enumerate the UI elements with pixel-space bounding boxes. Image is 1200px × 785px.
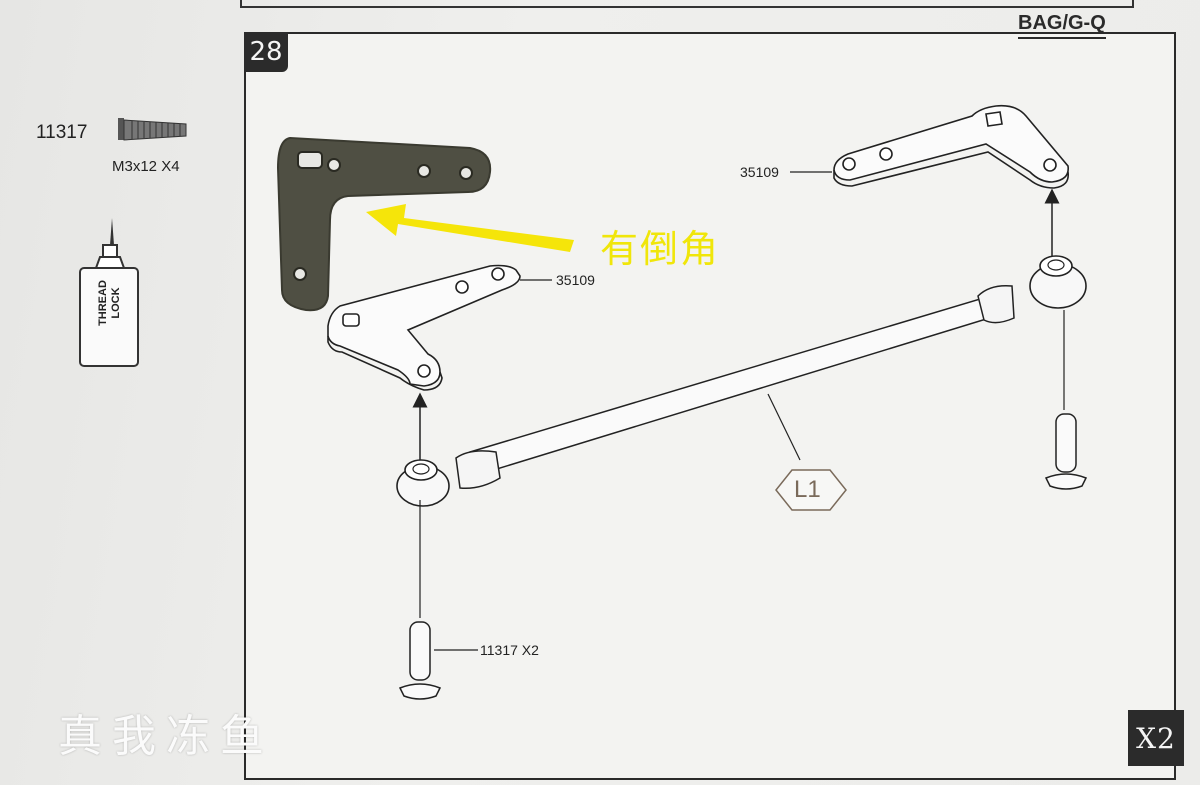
callout-screw-bottom: 11317 X2: [480, 642, 539, 658]
thread-lock-line-1: THREAD: [97, 280, 109, 326]
callout-link: L1: [794, 476, 821, 503]
link-rod-drawing: [396, 255, 1087, 507]
quantity-badge: X2: [1128, 710, 1184, 766]
right-plate-drawing: [833, 104, 1070, 189]
screw-bottom-right-icon: [1044, 310, 1088, 490]
chamfer-annotation: 有倒角: [600, 227, 721, 271]
thread-lock-label: THREAD LOCK: [97, 279, 123, 327]
plate-photo: [276, 136, 492, 312]
thread-lock-bottle-icon: [79, 218, 139, 367]
step-number: 28: [244, 32, 288, 72]
previous-step-frame: [240, 0, 1134, 8]
callout-right-plate: 35109: [740, 164, 779, 180]
callout-left-plate: 35109: [556, 272, 595, 288]
parts-screw-code: 11317: [36, 122, 88, 143]
leader-link: [767, 393, 801, 461]
screw-icon: [118, 118, 187, 141]
screw-bottom-left-icon: [398, 500, 442, 700]
thread-lock-line-2: LOCK: [110, 287, 122, 319]
watermark: 真我冻鱼: [58, 711, 274, 762]
parts-screw-spec: M3x12 X4: [112, 158, 180, 175]
left-plate-drawing: [327, 264, 521, 391]
link-hexagon: [775, 469, 847, 511]
bag-label: BAG/G-Q: [1018, 12, 1106, 39]
yellow-arrow-icon: [366, 204, 574, 252]
